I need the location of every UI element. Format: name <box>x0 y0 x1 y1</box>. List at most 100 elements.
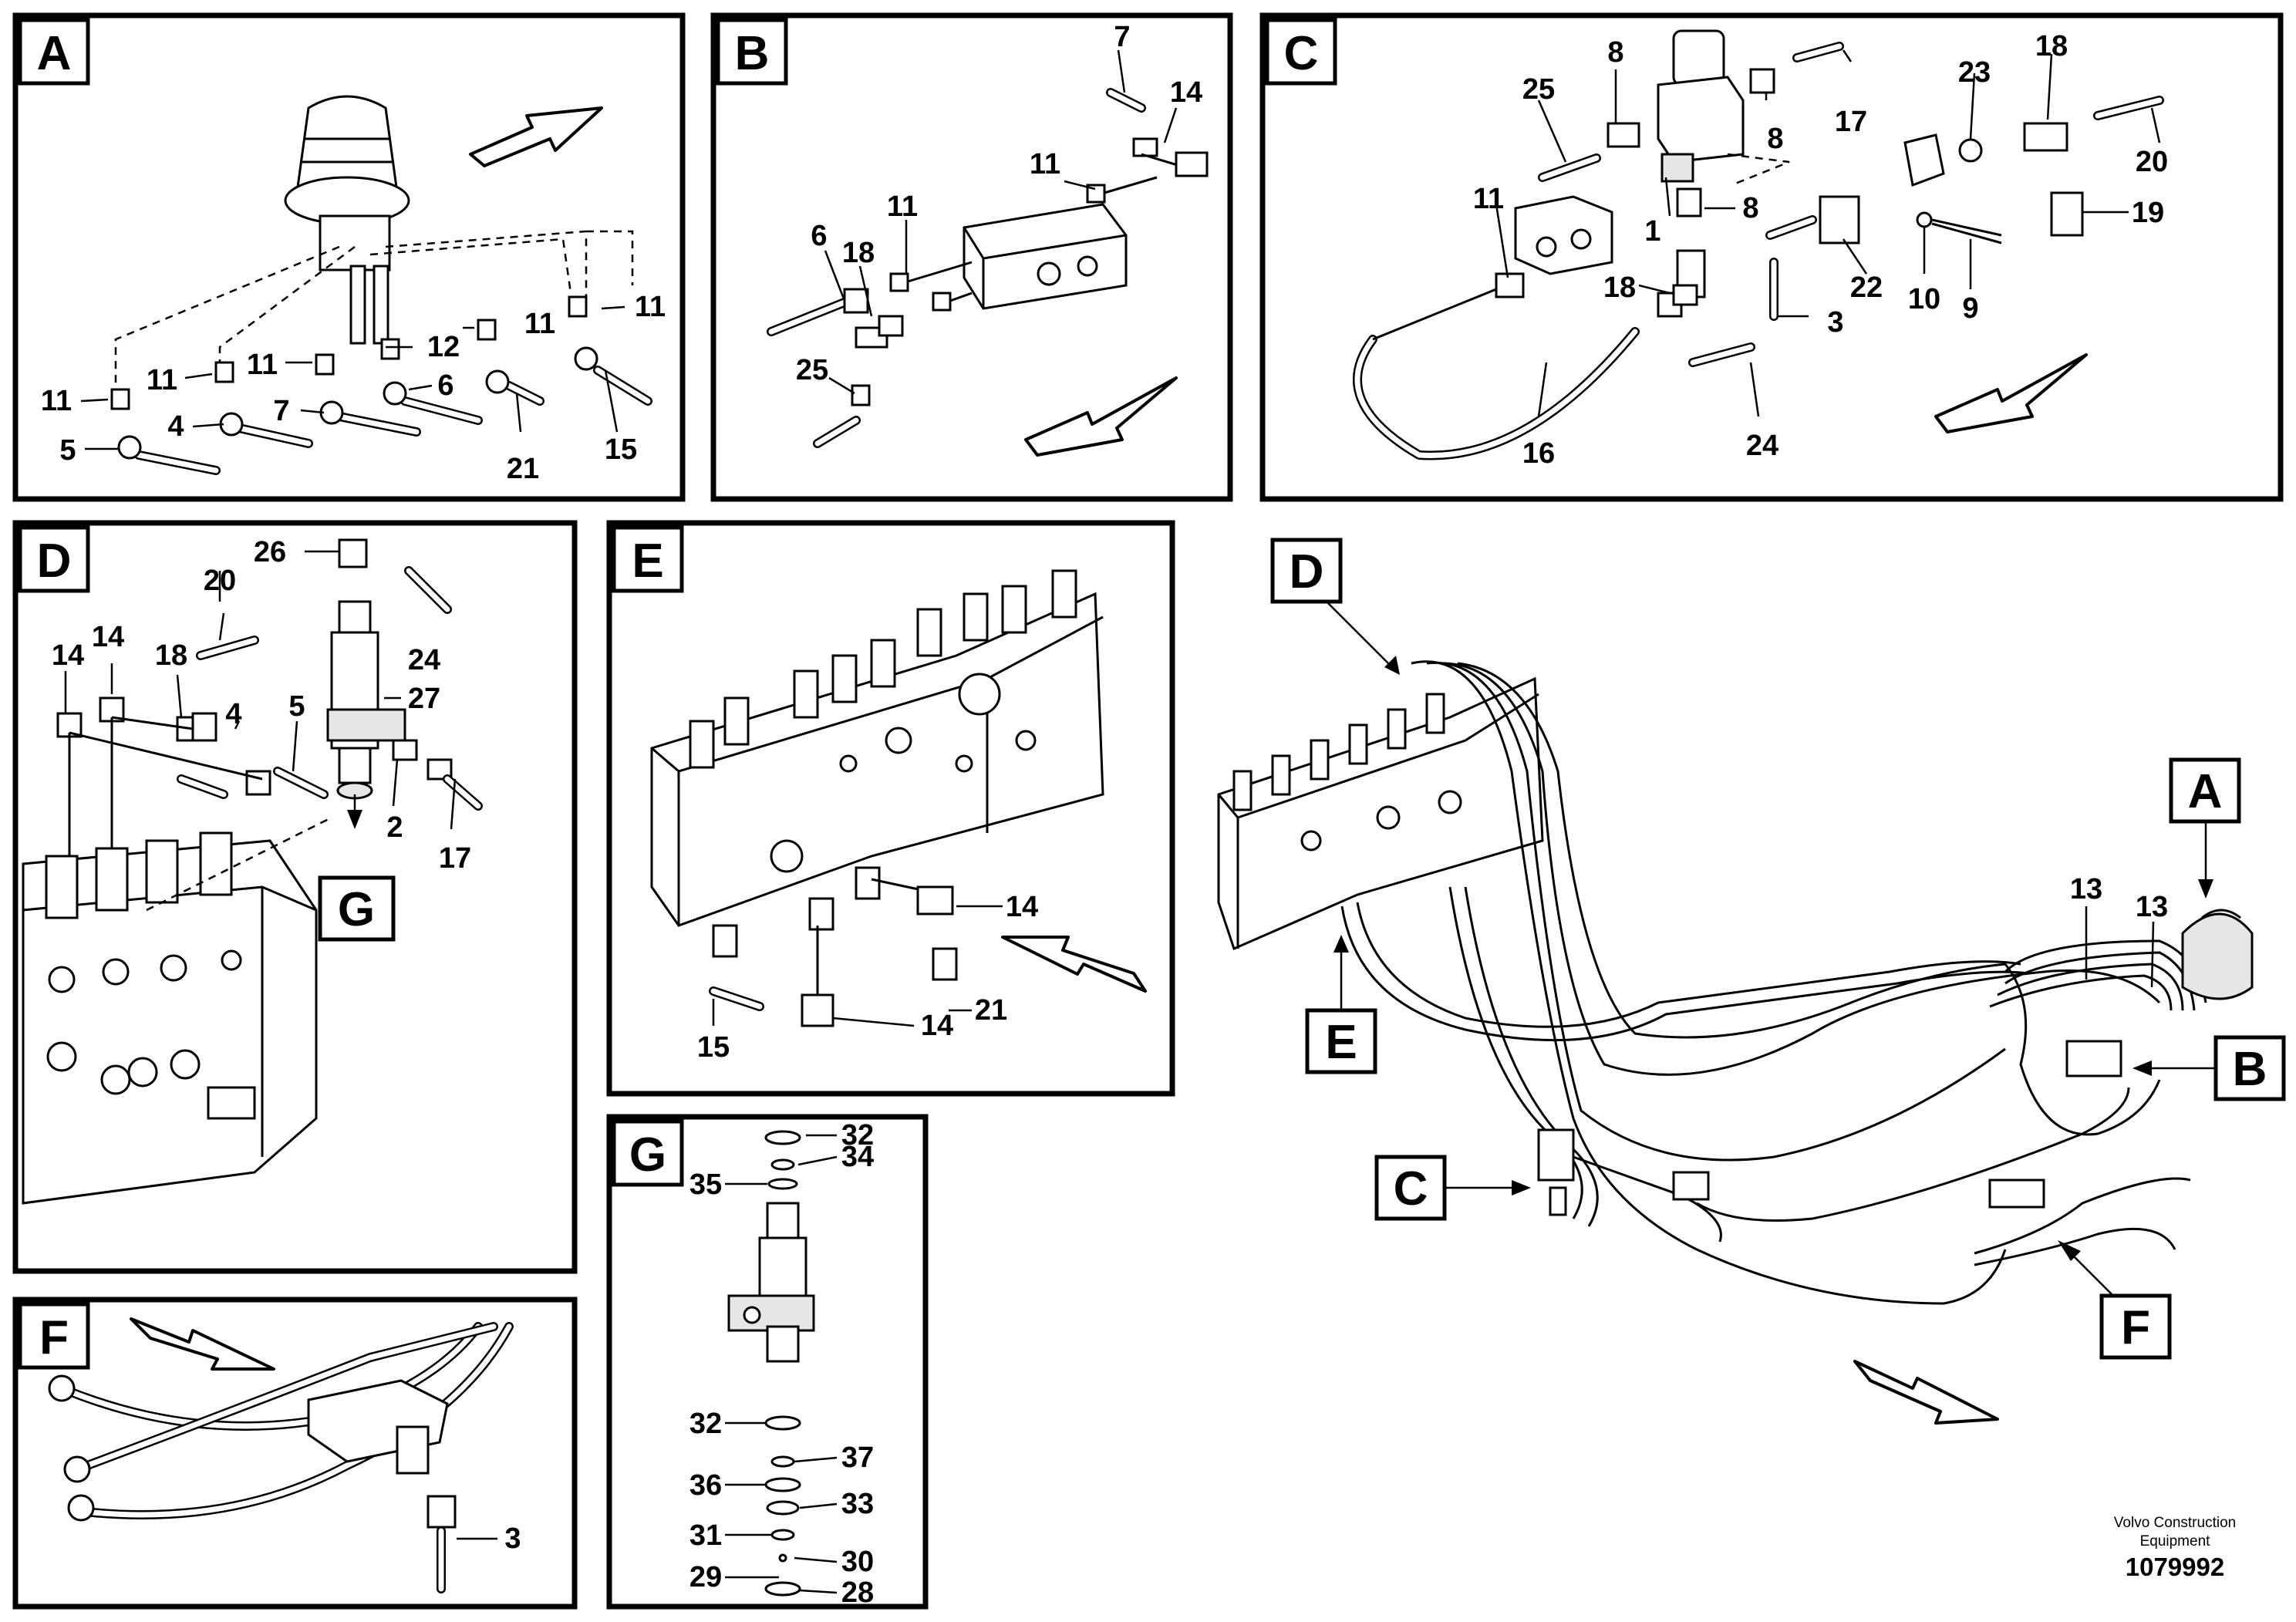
callout: 15 <box>697 1031 730 1064</box>
callout: 23 <box>1958 56 1991 89</box>
overview-parts <box>1537 909 2254 1216</box>
callout: 14 <box>1170 76 1202 109</box>
callouts-g: 32 35 34 32 37 36 33 31 30 29 28 <box>689 1119 874 1609</box>
callout: 27 <box>408 683 440 715</box>
callout: 33 <box>841 1488 874 1520</box>
callout: 8 <box>1767 123 1783 155</box>
joystick-drawing <box>284 95 410 345</box>
callout: 18 <box>2035 30 2068 62</box>
valve-block-drawing-d <box>22 816 332 1205</box>
callout: 32 <box>841 1119 874 1152</box>
callout: 11 <box>41 385 72 417</box>
callout: 13 <box>2070 873 2102 905</box>
panel-g-letter: G <box>629 1128 666 1182</box>
callouts-e: 14 21 15 14 <box>697 891 1038 1064</box>
callout: 20 <box>204 565 236 597</box>
panel-b: B 7 14 <box>710 12 1233 502</box>
callout: 5 <box>59 434 76 467</box>
callout: 37 <box>841 1442 874 1474</box>
callouts-d: 26 20 24 14 14 18 27 4 5 2 17 <box>52 536 471 875</box>
callout: 3 <box>1827 306 1843 339</box>
callout: 11 <box>1473 183 1504 215</box>
callout: 34 <box>841 1141 874 1173</box>
drawing-number: 1079992 <box>2126 1553 2224 1581</box>
panel-g: G 32 35 34 32 37 36 33 31 <box>606 1114 929 1610</box>
callout: 14 <box>52 639 84 672</box>
callout: 14 <box>921 1010 953 1042</box>
callout: 22 <box>1850 271 1883 304</box>
callout: 17 <box>1835 106 1867 138</box>
solenoid-valve-drawing <box>1514 29 1790 275</box>
callout: 11 <box>247 349 278 381</box>
fittings-b <box>767 88 1209 448</box>
callout: 24 <box>408 644 440 676</box>
callout: 28 <box>841 1576 874 1609</box>
ref-e-letter: E <box>1325 1016 1357 1069</box>
callout: 10 <box>1908 283 1940 315</box>
callout: 6 <box>811 220 827 252</box>
panel-d-letter: D <box>37 534 72 588</box>
block-drawing <box>963 203 1128 310</box>
cartridge-exploded-drawing <box>727 1130 815 1597</box>
main-valve-overview <box>1217 676 1544 951</box>
direction-arrow <box>1024 376 1178 457</box>
panel-b-letter: B <box>735 27 770 80</box>
panel-e-letter: E <box>632 534 663 588</box>
callout: 17 <box>439 842 471 875</box>
callout: 32 <box>689 1408 722 1440</box>
direction-arrow <box>469 106 603 167</box>
callout: 25 <box>1522 73 1555 106</box>
callout: 7 <box>273 395 289 427</box>
callouts-b: 7 14 11 11 6 18 25 <box>796 21 1202 386</box>
callout: 21 <box>975 994 1007 1027</box>
callout: 36 <box>689 1469 722 1502</box>
panel-e: E <box>606 520 1175 1097</box>
callout: 31 <box>689 1519 722 1552</box>
callout: 12 <box>427 331 460 363</box>
panel-a: A <box>12 12 686 502</box>
ref-f-letter: F <box>2121 1301 2150 1354</box>
callout: 16 <box>1522 437 1555 470</box>
callout: 29 <box>689 1561 722 1593</box>
fittings-e <box>709 878 958 1027</box>
direction-arrow <box>130 1317 275 1371</box>
footer: Volvo Construction Equipment 1079992 <box>2114 1515 2236 1581</box>
callout: 21 <box>507 453 539 485</box>
callout: 6 <box>437 369 453 402</box>
callout: 14 <box>92 621 124 653</box>
callout: 8 <box>1607 36 1623 69</box>
callout: 11 <box>1030 148 1060 180</box>
cartridge-valve-drawing <box>326 600 406 829</box>
ref-g-letter: G <box>338 883 375 936</box>
direction-arrow <box>1934 353 2088 433</box>
callout: 30 <box>841 1546 874 1578</box>
callout: 24 <box>1746 430 1778 462</box>
fittings-c <box>1353 42 2164 460</box>
callout: 1 <box>1644 215 1660 248</box>
fittings-d <box>56 538 483 856</box>
callouts-c: 8 25 17 8 23 18 20 11 1 8 19 18 22 10 9 … <box>1473 30 2168 470</box>
company-name-line1: Volvo Construction <box>2114 1515 2236 1531</box>
callout: 5 <box>288 690 305 723</box>
callout: 13 <box>2136 891 2168 923</box>
hose-bundle-drawing <box>48 1322 514 1593</box>
callout: 14 <box>1006 891 1038 923</box>
callout: 25 <box>796 354 828 386</box>
callout: 8 <box>1742 192 1758 224</box>
callout: 4 <box>225 698 241 730</box>
direction-arrow <box>1001 936 1147 993</box>
panel-c-letter: C <box>1284 27 1319 80</box>
callout: 4 <box>167 410 184 443</box>
callout: 2 <box>386 811 403 844</box>
callout: 11 <box>147 364 177 396</box>
ref-a-letter: A <box>2188 765 2223 818</box>
fittings-a <box>110 295 652 475</box>
callout: 19 <box>2132 197 2164 229</box>
ref-b-letter: B <box>2233 1043 2267 1096</box>
callout: 18 <box>155 639 187 672</box>
callout: 11 <box>887 191 918 223</box>
ref-c-letter: C <box>1394 1162 1428 1216</box>
callout: 18 <box>842 237 875 269</box>
panel-c: C <box>1259 12 2284 502</box>
